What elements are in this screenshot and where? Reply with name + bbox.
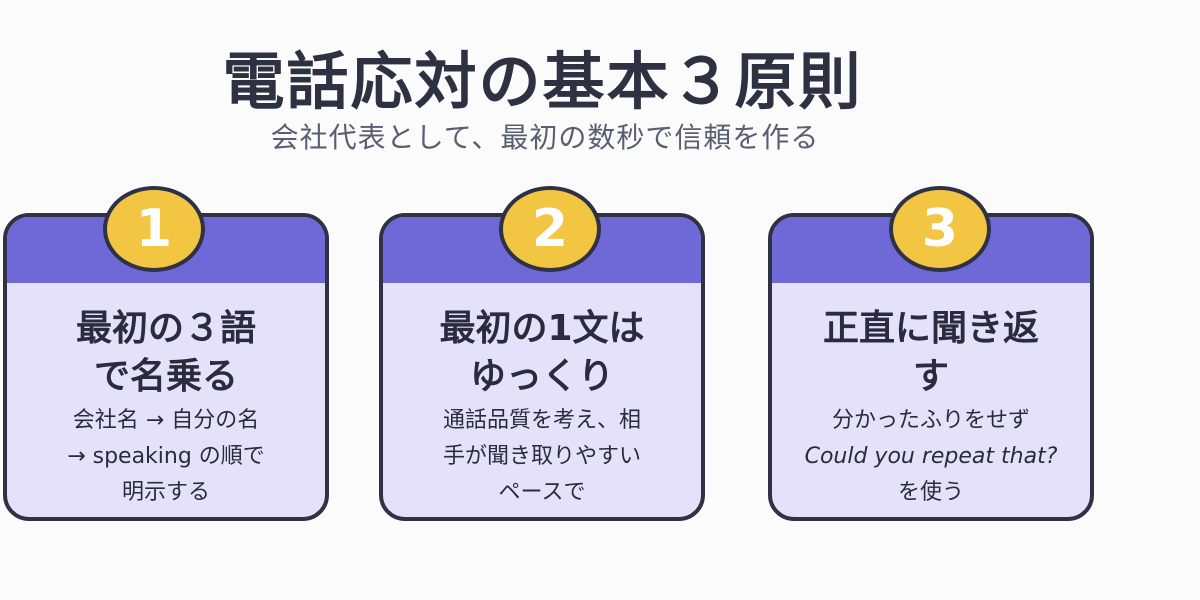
card-body-line: → speaking の順で <box>67 444 265 469</box>
principle-card-2: 最初の1文は ゆっくり 通話品質を考え、相 手が聞き取りやすい ペースで <box>379 213 705 521</box>
card-heading-line: で名乗る <box>93 356 238 397</box>
card-heading-line: ゆっくり <box>469 356 614 397</box>
card-body-line: 分かったふりをせず <box>831 408 1030 433</box>
card-body: 通話品質を考え、相 手が聞き取りやすい ペースで <box>383 403 701 511</box>
card-heading-line: 最初の３語 <box>75 308 256 349</box>
card-heading: 最初の1文は ゆっくり <box>383 305 701 401</box>
card-body: 分かったふりをせず Could you repeat that? を使う <box>772 403 1090 511</box>
card-heading: 正直に聞き返 す <box>772 305 1090 401</box>
page-title: 電話応対の基本３原則 <box>222 45 863 118</box>
card-body-line: 明示する <box>121 480 210 505</box>
page-subtitle: 会社代表として、最初の数秒で信頼を作る <box>270 121 820 154</box>
card-body-line: Could you repeat that? <box>804 444 1058 469</box>
card-heading: 最初の３語 で名乗る <box>7 305 325 401</box>
number-badge-1: 1 <box>103 186 205 272</box>
card-heading-line: す <box>912 356 949 397</box>
number-badge-3: 3 <box>889 186 991 272</box>
card-body-line: 手が聞き取りやすい <box>442 444 641 469</box>
card-body-line: 通話品質を考え、相 <box>442 408 641 433</box>
card-body-line: ペースで <box>498 480 586 505</box>
card-heading-line: 正直に聞き返 <box>822 308 1039 349</box>
card-body: 会社名 → 自分の名 → speaking の順で 明示する <box>7 403 325 511</box>
card-body-line: を使う <box>897 480 964 505</box>
card-heading-line: 最初の1文は <box>439 308 645 349</box>
number-badge-2: 2 <box>499 186 601 272</box>
card-body-line: 会社名 → 自分の名 <box>72 408 260 433</box>
